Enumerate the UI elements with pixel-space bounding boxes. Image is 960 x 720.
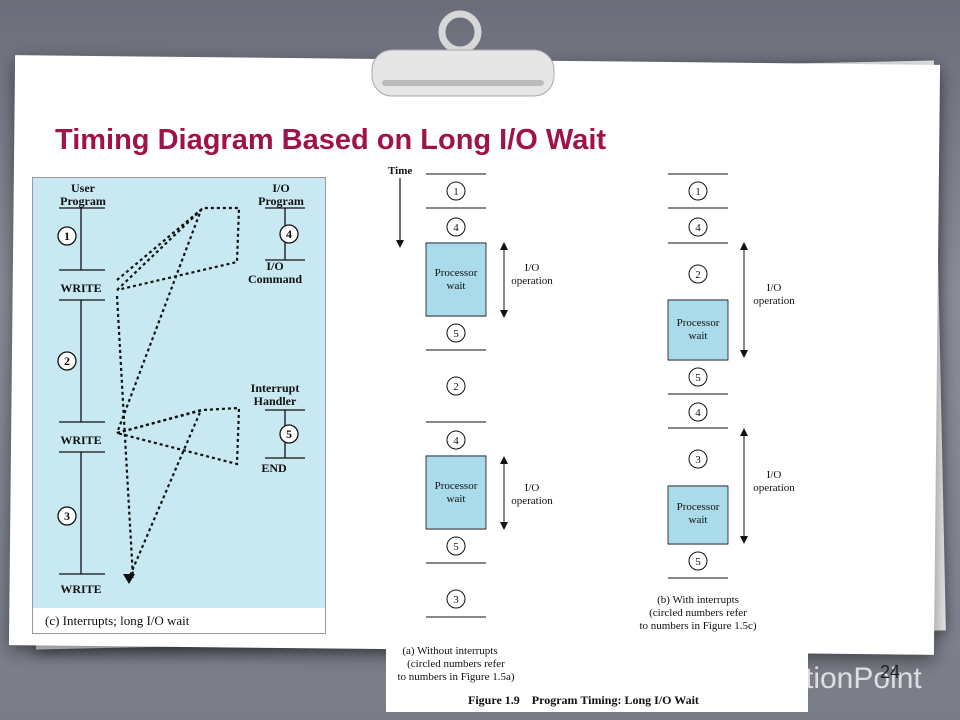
svg-text:2: 2 <box>64 354 70 368</box>
io-command-label-2: Command <box>248 272 302 286</box>
svg-text:wait: wait <box>689 514 708 526</box>
write-label-2: WRITE <box>60 433 101 447</box>
svg-text:I/O: I/O <box>767 282 782 294</box>
io-program-label-1: I/O <box>272 181 289 195</box>
column-b-with-interrupts: 1 4 2 5 4 3 5 Processor wait Processor w… <box>667 173 795 579</box>
svg-text:operation: operation <box>511 275 553 287</box>
svg-text:3: 3 <box>453 594 459 606</box>
caption-b-line-3: to numbers in Figure 1.5c) <box>639 620 756 632</box>
circle-2 <box>57 351 77 371</box>
time-label: Time <box>388 165 412 177</box>
svg-text:wait: wait <box>447 493 466 505</box>
svg-text:Processor: Processor <box>435 267 478 279</box>
figure-caption: Figure 1.9 Program Timing: Long I/O Wait <box>468 693 699 707</box>
svg-text:4: 4 <box>453 435 459 447</box>
svg-text:5: 5 <box>695 556 701 568</box>
svg-text:4: 4 <box>695 222 701 234</box>
svg-text:I/O: I/O <box>525 482 540 494</box>
user-program-label-2: Program <box>60 194 106 208</box>
brand-watermark: tionPoint <box>805 662 922 695</box>
svg-text:5: 5 <box>453 541 459 553</box>
svg-text:4: 4 <box>695 407 701 419</box>
svg-text:wait: wait <box>689 330 708 342</box>
end-label: END <box>261 461 287 475</box>
write-label-3: WRITE <box>60 582 101 596</box>
circle-4 <box>279 224 299 244</box>
interrupt-handler-label-1: Interrupt <box>251 381 300 395</box>
svg-text:3: 3 <box>64 509 70 523</box>
column-a-without-interrupts: 1 4 5 2 4 5 3 Processor wait Processor w… <box>425 173 553 618</box>
svg-text:1: 1 <box>453 186 459 198</box>
circle-1 <box>57 226 77 246</box>
svg-text:5: 5 <box>695 372 701 384</box>
figure-c-panel: User Program I/O Program I/O Command Int… <box>32 177 326 634</box>
svg-text:2: 2 <box>695 269 701 281</box>
user-program-label-1: User <box>71 181 96 195</box>
circle-5 <box>279 424 299 444</box>
slide-title: Timing Diagram Based on Long I/O Wait <box>55 124 607 156</box>
svg-text:1: 1 <box>64 229 70 243</box>
svg-text:Processor: Processor <box>435 480 478 492</box>
svg-text:operation: operation <box>511 495 553 507</box>
svg-text:operation: operation <box>753 482 795 494</box>
interrupt-handler-label-2: Handler <box>254 394 297 408</box>
caption-a-line-1: (a) Without interrupts <box>402 645 497 657</box>
binder-clip-icon <box>371 10 555 97</box>
caption-b-line-2: (circled numbers refer <box>649 607 747 619</box>
svg-text:4: 4 <box>286 227 292 241</box>
figure-c-diagram: User Program I/O Program I/O Command Int… <box>33 178 325 633</box>
svg-text:1: 1 <box>695 186 701 198</box>
caption-a-line-3: to numbers in Figure 1.5a) <box>397 671 514 683</box>
svg-text:5: 5 <box>286 427 292 441</box>
svg-text:Processor: Processor <box>677 317 720 329</box>
svg-text:I/O: I/O <box>767 469 782 481</box>
svg-text:4: 4 <box>453 222 459 234</box>
svg-text:Processor: Processor <box>677 501 720 513</box>
io-program-label-2: Program <box>258 194 304 208</box>
svg-text:operation: operation <box>753 295 795 307</box>
circle-3 <box>57 506 77 526</box>
caption-b-line-1: (b) With interrupts <box>657 594 739 606</box>
figure-ab-diagram: Time 1 4 5 2 4 <box>388 165 795 707</box>
svg-text:2: 2 <box>453 381 459 393</box>
svg-text:wait: wait <box>447 280 466 292</box>
svg-text:5: 5 <box>453 328 459 340</box>
caption-a-line-2: (circled numbers refer <box>407 658 505 670</box>
io-command-label-1: I/O <box>266 259 283 273</box>
svg-text:I/O: I/O <box>525 262 540 274</box>
figure-c-caption: (c) Interrupts; long I/O wait <box>45 613 190 628</box>
figure-ab-panel: Time 1 4 5 2 4 <box>386 160 808 712</box>
svg-text:3: 3 <box>695 454 701 466</box>
page-number: 24 <box>880 662 901 682</box>
write-label-1: WRITE <box>60 281 101 295</box>
